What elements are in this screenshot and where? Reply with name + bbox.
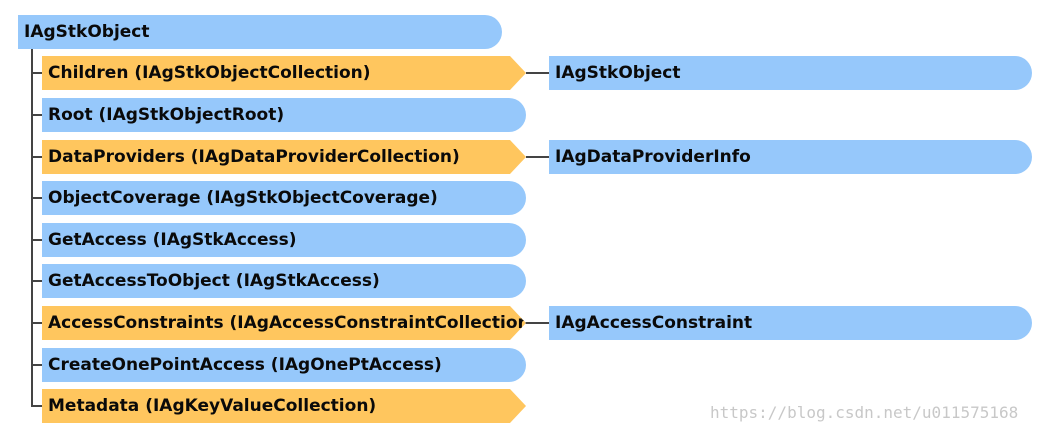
branch-connector: [31, 322, 44, 324]
member-label: Root (IAgStkObjectRoot): [48, 105, 285, 125]
child-connector: [526, 156, 550, 158]
child-type-label: IAgStkObject: [555, 63, 681, 83]
member-children: Children (IAgStkObjectCollection): [42, 56, 526, 90]
member-root: Root (IAgStkObjectRoot): [42, 98, 526, 132]
branch-connector: [31, 114, 44, 116]
branch-connector: [31, 239, 44, 241]
branch-connector: [31, 405, 44, 407]
branch-connector: [31, 156, 44, 158]
member-label: DataProviders (IAgDataProviderCollection…: [48, 147, 460, 167]
member-label: GetAccess (IAgStkAccess): [48, 230, 297, 250]
member-get-access-to-object: GetAccessToObject (IAgStkAccess): [42, 264, 526, 298]
member-object-coverage: ObjectCoverage (IAgStkObjectCoverage): [42, 181, 526, 215]
branch-connector: [31, 364, 44, 366]
member-label: ObjectCoverage (IAgStkObjectCoverage): [48, 188, 438, 208]
member-label: AccessConstraints (IAgAccessConstraintCo…: [48, 313, 538, 333]
child-type-label: IAgAccessConstraint: [555, 313, 753, 333]
member-label: CreateOnePointAccess (IAgOnePtAccess): [48, 355, 442, 375]
tree-trunk-connector: [31, 49, 33, 407]
child-connector: [526, 72, 550, 74]
member-data-providers: DataProviders (IAgDataProviderCollection…: [42, 140, 526, 174]
child-type-data-providers: IAgDataProviderInfo: [549, 140, 1032, 174]
root-node: IAgStkObject: [18, 15, 502, 49]
member-access-constraints: AccessConstraints (IAgAccessConstraintCo…: [42, 306, 526, 340]
branch-connector: [31, 72, 44, 74]
member-label: Children (IAgStkObjectCollection): [48, 63, 371, 83]
child-type-children: IAgStkObject: [549, 56, 1032, 90]
branch-connector: [31, 280, 44, 282]
branch-connector: [31, 197, 44, 199]
child-connector: [526, 322, 550, 324]
child-type-access-constraints: IAgAccessConstraint: [549, 306, 1032, 340]
member-get-access: GetAccess (IAgStkAccess): [42, 223, 526, 257]
member-label: GetAccessToObject (IAgStkAccess): [48, 271, 380, 291]
member-label: Metadata (IAgKeyValueCollection): [48, 396, 377, 416]
watermark: https://blog.csdn.net/u011575168: [710, 403, 1019, 422]
member-metadata: Metadata (IAgKeyValueCollection): [42, 389, 526, 423]
child-type-label: IAgDataProviderInfo: [555, 147, 751, 167]
root-node-label: IAgStkObject: [24, 22, 150, 42]
member-create-one-point-access: CreateOnePointAccess (IAgOnePtAccess): [42, 348, 526, 382]
